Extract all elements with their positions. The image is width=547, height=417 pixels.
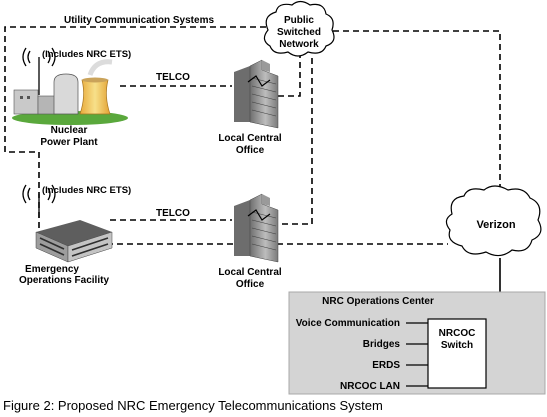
telco-bottom-label: TELCO (156, 208, 190, 219)
lco-bottom-line1: Local Central (218, 267, 282, 278)
verizon-cloud (445, 185, 542, 257)
central-office-icon-bottom (234, 193, 279, 263)
antenna-icon-npp (22, 47, 56, 95)
nrcoc-switch-box (427, 318, 487, 389)
ops-item-bridges: Bridges (363, 339, 401, 350)
pstn-label-line3: Network (279, 39, 319, 50)
switch-label-line1: NRCOC (439, 328, 476, 339)
nrc-ops-center-title: NRC Operations Center (322, 296, 434, 307)
eof-name-line1: Emergency (25, 264, 79, 275)
pstn-label-line1: Public (284, 15, 314, 26)
utility-loop-line (4, 26, 266, 172)
ops-item-voice: Voice Communication (296, 318, 400, 329)
telco-top-label: TELCO (156, 72, 190, 83)
switch-label-line2: Switch (441, 340, 473, 351)
pstn-to-verizon-line (323, 30, 501, 200)
eof-ets-note: (Includes NRC ETS) (42, 185, 131, 196)
pstn-cloud (263, 0, 335, 57)
eof-name-line2: Operations Facility (19, 275, 109, 286)
emergency-operations-facility-icon (35, 220, 113, 263)
lco-top-to-pstn-line (278, 55, 301, 97)
figure-caption: Figure 2: Proposed NRC Emergency Telecom… (3, 398, 383, 413)
figure-caption-text: : Proposed NRC Emergency Telecommunicati… (50, 398, 383, 413)
ops-item-lan: NRCOC LAN (340, 381, 400, 392)
npp-name-line2: Power Plant (40, 137, 98, 148)
nrc-ops-center-box (288, 291, 546, 395)
npp-ets-note: (Includes NRC ETS) (42, 49, 131, 60)
figure-caption-label: Figure 2 (3, 398, 51, 413)
antenna-icon-eof (22, 184, 56, 218)
lco-top-line2: Office (236, 145, 265, 156)
nuclear-power-plant-icon (12, 59, 128, 125)
ops-item-erds: ERDS (372, 360, 400, 371)
lco-bottom-to-pstn-line (282, 55, 313, 225)
utility-systems-label: Utility Communication Systems (64, 15, 214, 26)
pstn-label-line2: Switched (277, 27, 321, 38)
lco-bottom-line2: Office (236, 279, 265, 290)
lco-top-line1: Local Central (218, 133, 282, 144)
verizon-label: Verizon (476, 219, 515, 231)
central-office-icon-top (234, 59, 279, 129)
ops-connector-lines (406, 322, 428, 387)
npp-name-line1: Nuclear (51, 125, 88, 136)
